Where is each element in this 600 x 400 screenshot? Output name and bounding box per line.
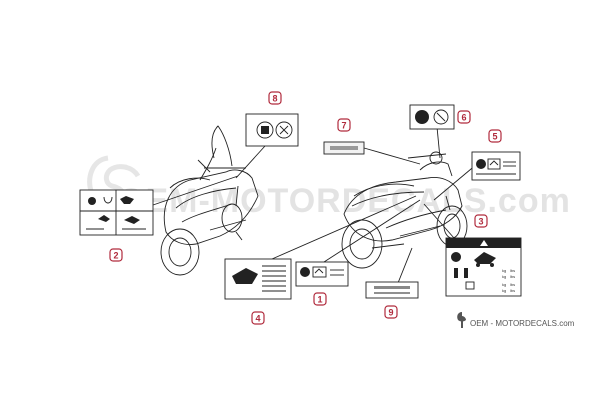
fuel-icon bbox=[436, 112, 446, 122]
callout-3-number: 3 bbox=[478, 217, 483, 227]
callout-5-number: 5 bbox=[492, 132, 497, 142]
callout-1: 1 bbox=[313, 292, 327, 306]
brand-footer: OEM - MOTORDECALS.com bbox=[457, 312, 575, 328]
callout-4-number: 4 bbox=[255, 314, 260, 324]
callout-2: 2 bbox=[109, 248, 123, 262]
helmet-logo-icon bbox=[457, 312, 466, 328]
book-icon bbox=[451, 252, 461, 262]
scooter-left-illustration bbox=[160, 125, 259, 276]
callout-6-number: 6 bbox=[461, 113, 466, 123]
helmet-icon bbox=[103, 196, 113, 204]
callout-5: 5 bbox=[488, 129, 502, 143]
label-4-decal bbox=[224, 258, 292, 300]
callout-9-number: 9 bbox=[388, 308, 393, 318]
strip-mark bbox=[374, 286, 410, 289]
no-tamper-icon bbox=[279, 125, 289, 135]
callout-8: 8 bbox=[268, 91, 282, 105]
label-3-row-3-unit2: lbs bbox=[510, 282, 515, 287]
callout-8-number: 8 bbox=[272, 94, 277, 104]
scooter-icon bbox=[124, 216, 140, 224]
label-3-row-2-unit: kg bbox=[502, 274, 506, 279]
label-3-row-2-unit2: lbs bbox=[510, 274, 515, 279]
passenger-icon bbox=[464, 268, 468, 278]
leader-lines bbox=[152, 126, 478, 284]
label-3-decal: kg lbs kg lbs kg lbs kg lbs bbox=[445, 237, 522, 297]
label-3-row-3-unit: kg bbox=[502, 282, 506, 287]
label-1-decal bbox=[295, 261, 349, 287]
scooter-icon bbox=[474, 252, 496, 264]
label-7-decal bbox=[323, 141, 365, 155]
luggage-icon bbox=[314, 268, 324, 274]
passenger-icon bbox=[98, 215, 110, 222]
label-2-decal bbox=[79, 189, 154, 236]
emission-strip bbox=[330, 146, 358, 150]
label-6-decal bbox=[409, 104, 455, 130]
callout-6: 6 bbox=[457, 110, 471, 124]
label-5-decal bbox=[471, 151, 521, 181]
callout-3: 3 bbox=[474, 214, 488, 228]
scooter-icon bbox=[232, 268, 258, 284]
callout-2-number: 2 bbox=[113, 251, 118, 261]
book-icon bbox=[88, 197, 96, 205]
rider-icon bbox=[120, 196, 134, 204]
book-icon bbox=[261, 126, 269, 134]
luggage-icon bbox=[489, 160, 499, 166]
book-icon bbox=[415, 110, 429, 124]
brand-text: OEM - MOTORDECALS.com bbox=[470, 319, 575, 328]
callout-7: 7 bbox=[337, 118, 351, 132]
rider-icon bbox=[454, 268, 458, 278]
callout-1-number: 1 bbox=[317, 295, 322, 305]
callout-7-number: 7 bbox=[341, 121, 346, 131]
label-3-row-1-unit2: lbs bbox=[510, 268, 515, 273]
callout-9: 9 bbox=[384, 305, 398, 319]
callout-4: 4 bbox=[251, 311, 265, 325]
book-icon bbox=[300, 267, 310, 277]
book-icon bbox=[476, 159, 486, 169]
label-3-row-4-unit2: lbs bbox=[510, 288, 515, 293]
label-3-row-1-unit: kg bbox=[502, 268, 506, 273]
warning-triangle-icon bbox=[480, 240, 488, 246]
label-3-row-4-unit: kg bbox=[502, 288, 506, 293]
luggage-icon bbox=[465, 281, 475, 290]
label-9-decal bbox=[365, 281, 419, 299]
label-8-decal bbox=[245, 113, 299, 147]
